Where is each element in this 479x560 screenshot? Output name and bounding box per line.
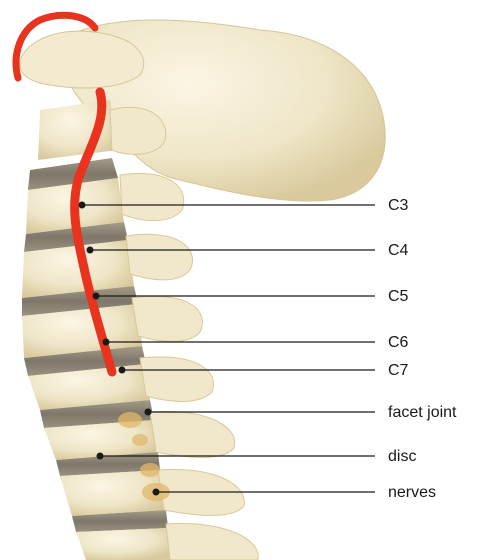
label-disc: disc	[388, 448, 416, 466]
label-c4: C4	[388, 242, 408, 260]
atlas-top	[20, 31, 144, 88]
label-c3: C3	[388, 197, 408, 215]
label-facet-joint: facet joint	[388, 404, 456, 422]
label-nerves: nerves	[388, 484, 436, 502]
label-c5: C5	[388, 288, 408, 306]
label-c7: C7	[388, 362, 408, 380]
label-c6: C6	[388, 334, 408, 352]
